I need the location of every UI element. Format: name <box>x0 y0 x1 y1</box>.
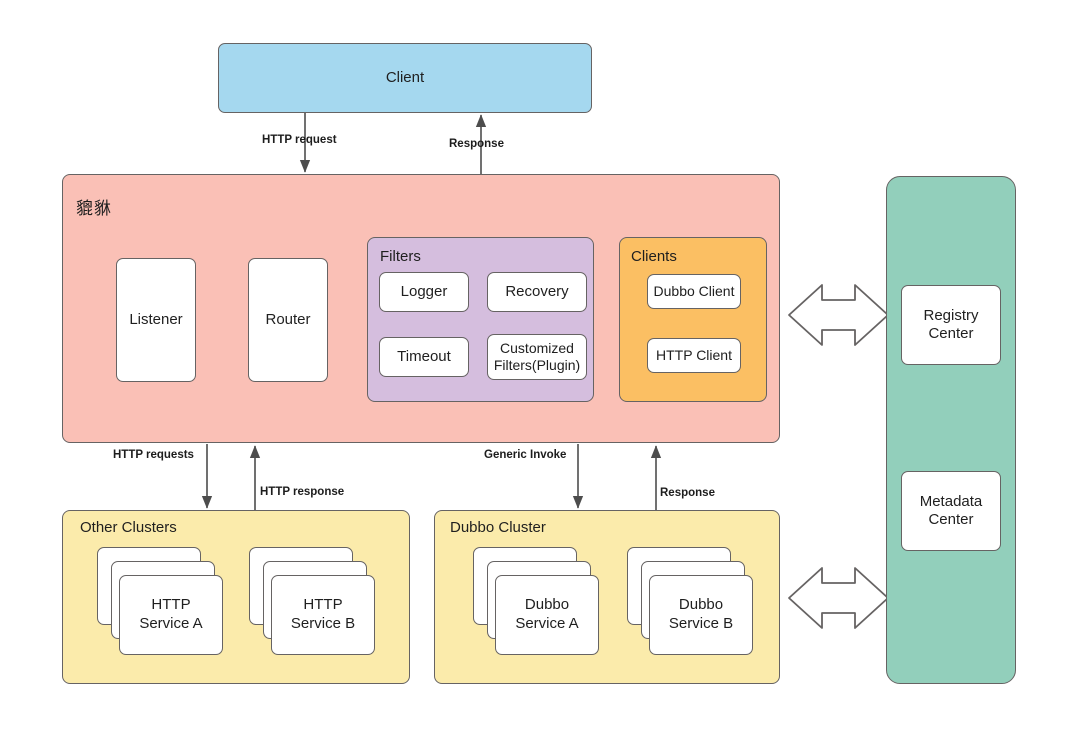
edge-label-response-top: Response <box>449 138 504 150</box>
filter-customized-box[interactable]: Customized Filters(Plugin) <box>487 334 587 380</box>
http-client-label: HTTP Client <box>656 346 732 363</box>
stack-card-front[interactable]: HTTP Service B <box>271 575 375 655</box>
metadata-center-box[interactable]: Metadata Center <box>901 471 1001 551</box>
edge-label-http-request: HTTP request <box>262 134 337 146</box>
http-service-b-stack[interactable]: HTTP Service B <box>249 547 375 657</box>
client-label: Client <box>385 68 425 86</box>
http-client-box[interactable]: HTTP Client <box>647 338 741 373</box>
dubbo-service-b-stack[interactable]: Dubbo Service B <box>627 547 753 657</box>
registry-center-label: Registry Center <box>923 306 979 342</box>
stack-card-front[interactable]: Dubbo Service A <box>495 575 599 655</box>
metadata-center-label: Metadata Center <box>919 492 983 528</box>
clients-title: Clients <box>631 248 677 265</box>
stack-card-front[interactable]: HTTP Service A <box>119 575 223 655</box>
filter-timeout-label: Timeout <box>397 347 451 365</box>
client-box[interactable]: Client <box>218 43 592 113</box>
router-label: Router <box>265 310 311 328</box>
edge-label-response-bottom: Response <box>660 487 715 499</box>
listener-label: Listener <box>129 310 183 328</box>
other-clusters-title: Other Clusters <box>80 519 177 536</box>
filter-timeout-box[interactable]: Timeout <box>379 337 469 377</box>
http-service-a-label: HTTP Service A <box>139 596 203 632</box>
dubbo-service-a-stack[interactable]: Dubbo Service A <box>473 547 599 657</box>
stack-card-front[interactable]: Dubbo Service B <box>649 575 753 655</box>
filter-logger-box[interactable]: Logger <box>379 272 469 312</box>
dubbo-service-a-label: Dubbo Service A <box>515 596 579 632</box>
listener-box[interactable]: Listener <box>116 258 196 382</box>
filter-customized-label: Customized Filters(Plugin) <box>493 339 581 373</box>
filter-recovery-box[interactable]: Recovery <box>487 272 587 312</box>
dubbo-service-b-label: Dubbo Service B <box>668 596 734 632</box>
dubbo-client-box[interactable]: Dubbo Client <box>647 274 741 309</box>
edge-label-http-requests: HTTP requests <box>113 449 194 461</box>
double-arrow-cluster-center <box>788 567 889 629</box>
center-panel <box>886 176 1016 684</box>
http-service-a-stack[interactable]: HTTP Service A <box>97 547 223 657</box>
double-arrow-gateway-center <box>788 284 889 346</box>
filter-logger-label: Logger <box>400 282 448 300</box>
filter-recovery-label: Recovery <box>505 282 569 300</box>
http-service-b-label: HTTP Service B <box>290 596 356 632</box>
gateway-title: 貔貅 <box>76 199 112 218</box>
filters-title: Filters <box>380 248 421 265</box>
edge-label-http-response: HTTP response <box>260 486 345 498</box>
router-box[interactable]: Router <box>248 258 328 382</box>
clients-panel <box>619 237 767 402</box>
registry-center-box[interactable]: Registry Center <box>901 285 1001 365</box>
dubbo-cluster-title: Dubbo Cluster <box>450 519 546 536</box>
dubbo-client-label: Dubbo Client <box>653 282 735 299</box>
edge-label-generic-invoke: Generic Invoke <box>484 449 567 461</box>
